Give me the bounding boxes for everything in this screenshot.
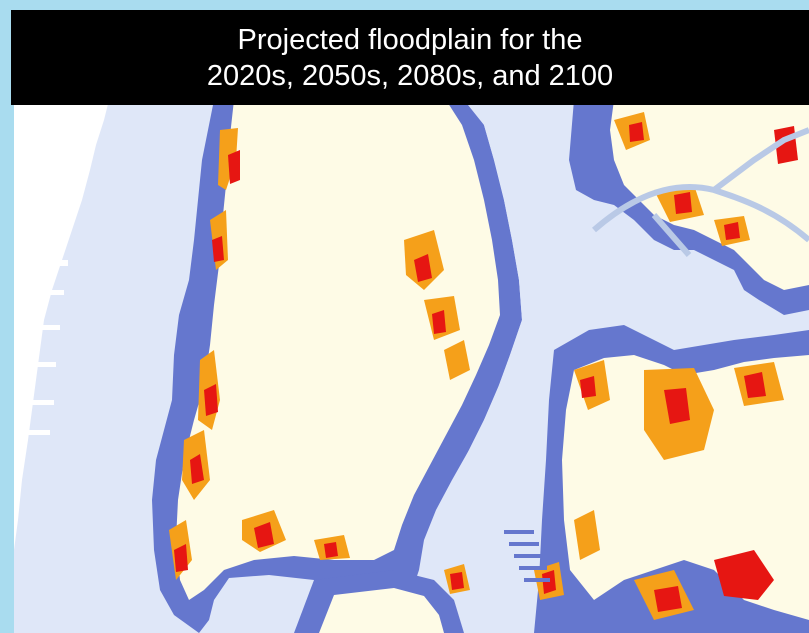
frame-top-border bbox=[0, 0, 809, 10]
south-borough-land bbox=[319, 588, 444, 633]
west-shore bbox=[14, 100, 109, 550]
title-line-2: 2020s, 2050s, 2080s, and 2100 bbox=[206, 59, 614, 92]
title-banner: Projected floodplain for the 2020s, 2050… bbox=[11, 10, 809, 105]
frame-left-border bbox=[0, 0, 14, 633]
west-shore-piers bbox=[24, 260, 68, 435]
east-borough-flood-2080s-2100 bbox=[580, 372, 774, 612]
river-piers bbox=[504, 530, 550, 582]
bridges bbox=[592, 127, 809, 257]
north-borough-land bbox=[610, 100, 809, 290]
title-line-1: Projected floodplain for the bbox=[237, 23, 583, 56]
east-river bbox=[409, 100, 574, 633]
manhattan-flood-2080s-2100 bbox=[174, 150, 446, 572]
north-borough-flood-2080s-2100 bbox=[629, 122, 798, 240]
floodplain-map bbox=[14, 100, 809, 633]
floodplain-map-svg bbox=[14, 100, 809, 633]
manhattan-land bbox=[176, 100, 500, 600]
